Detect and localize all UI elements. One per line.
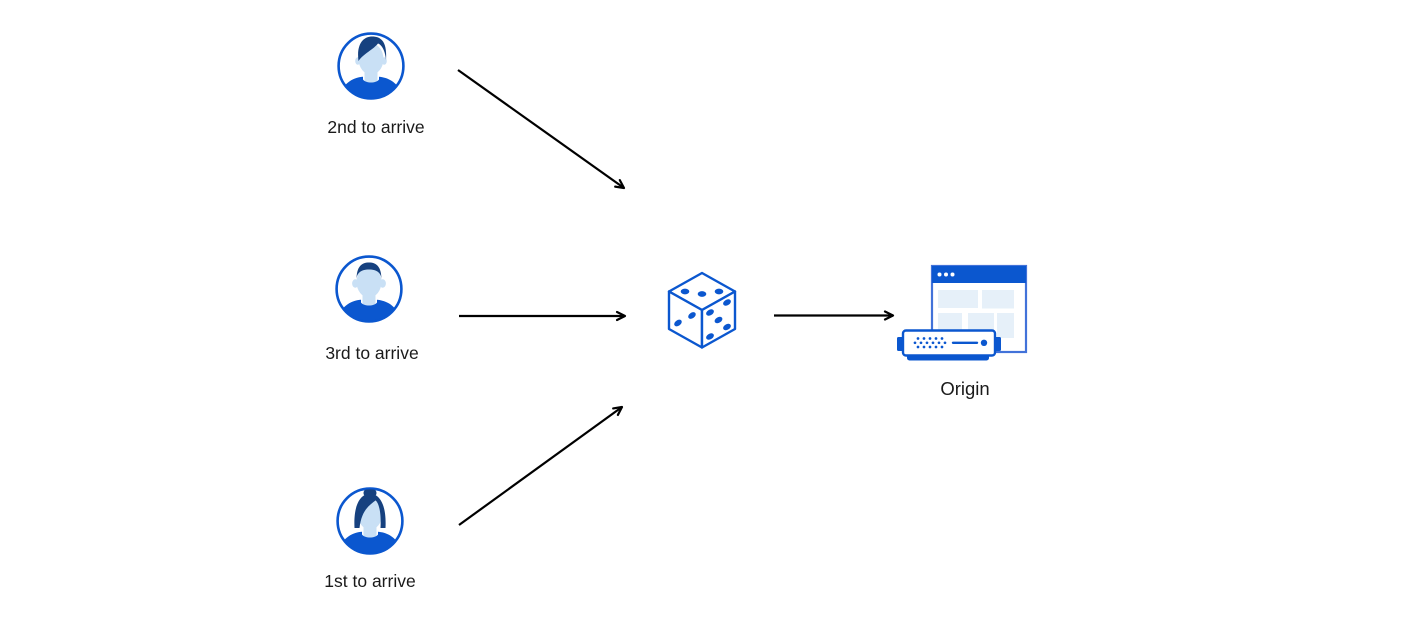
user-avatar-female-bun-icon (336, 487, 404, 555)
arrow-client1-to-dice (458, 405, 624, 526)
user-avatar-male-short-hair-icon (335, 255, 403, 323)
client-label-2nd: 2nd to arrive (327, 117, 425, 137)
client-label-1st: 1st to arrive (324, 571, 416, 591)
arrow-client2-to-dice (457, 69, 626, 190)
client-label-3rd: 3rd to arrive (325, 343, 419, 363)
dice-icon (667, 271, 737, 349)
origin-server-browser-icon (897, 264, 1028, 361)
user-avatar-male-swept-hair-icon (337, 32, 405, 100)
server-vent-dots (913, 337, 947, 349)
origin-label: Origin (940, 378, 990, 399)
